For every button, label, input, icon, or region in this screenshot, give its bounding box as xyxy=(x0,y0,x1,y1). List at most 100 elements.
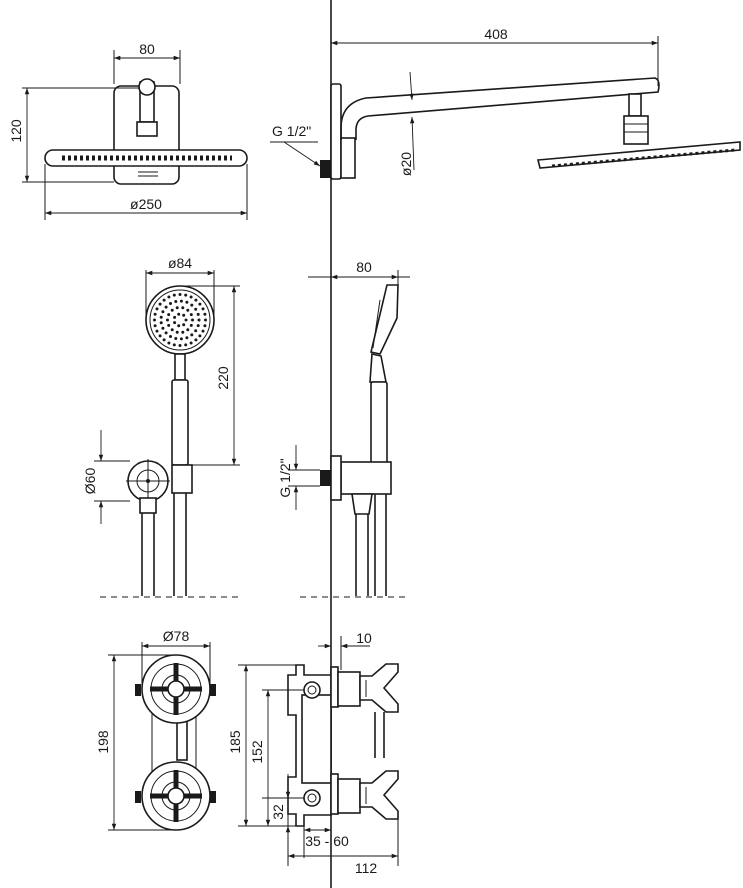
side-wall-plate xyxy=(330,83,342,180)
nozzle-dot xyxy=(155,307,159,311)
nozzle-dot xyxy=(170,308,174,312)
side-connection-nut xyxy=(320,160,331,178)
nozzle-dot xyxy=(189,341,193,345)
nozzle-dot xyxy=(185,300,189,304)
dim-head-diameter: ø250 xyxy=(130,196,162,212)
nozzle-dot xyxy=(161,310,165,314)
dim-head-height: 120 xyxy=(8,119,24,143)
dim-arm-diameter: ø20 xyxy=(398,152,414,176)
nozzle-dot xyxy=(172,343,176,347)
bottom-port xyxy=(303,789,321,807)
side-fitting xyxy=(340,137,356,179)
nozzle-dot xyxy=(191,318,194,322)
side-elbow-nut xyxy=(320,470,331,486)
nozzle-dot xyxy=(185,336,189,340)
nozzle-dot xyxy=(178,293,182,296)
dim-hand-shower-diameter: ø84 xyxy=(168,255,192,271)
nozzle-dot xyxy=(201,329,205,333)
dim-knob-diameter: Ø78 xyxy=(163,628,190,644)
nozzle-dot xyxy=(198,302,202,306)
side-holder xyxy=(340,461,392,495)
label-connection-top: G 1/2" xyxy=(272,123,311,139)
head-disc-side xyxy=(536,141,741,169)
nozzle-dot xyxy=(189,295,193,299)
nozzle-dot xyxy=(186,308,190,312)
valve-spindle xyxy=(176,719,188,761)
nozzle-dot xyxy=(167,323,171,327)
nozzle-dot xyxy=(155,329,159,333)
arm-joint xyxy=(628,93,642,117)
nozzle-dot xyxy=(175,330,179,334)
dim-body-height: 185 xyxy=(227,730,243,754)
nozzle-dot xyxy=(174,337,178,340)
nozzle-dot xyxy=(169,302,172,305)
nozzle-dot xyxy=(169,335,172,338)
nozzle-dot xyxy=(177,324,181,328)
dim-head-bracket-width: 80 xyxy=(139,41,155,57)
nozzle-dot xyxy=(170,328,174,332)
dim-plate-thickness: 10 xyxy=(356,630,372,646)
nozzle-dot xyxy=(194,329,198,333)
nozzle-dot xyxy=(201,307,205,311)
nozzle-dot xyxy=(158,302,162,306)
nozzle-dot xyxy=(179,337,183,341)
arm-end-cap xyxy=(138,78,156,96)
nozzle-dot xyxy=(167,295,171,299)
hose-connector-side xyxy=(351,493,373,515)
dim-hand-shower-length: 220 xyxy=(215,366,231,390)
swivel-nut xyxy=(136,121,158,137)
nozzle-dot xyxy=(184,293,188,297)
nozzle-dot xyxy=(196,312,200,316)
head-swivel xyxy=(623,115,649,145)
bottom-handle-side xyxy=(359,770,399,820)
nozzle-dot xyxy=(197,318,201,322)
nozzle-dot xyxy=(182,323,186,327)
nozzle-dot xyxy=(153,324,157,328)
nozzle-dot xyxy=(177,312,181,316)
nozzle-dot xyxy=(198,334,202,338)
holder-bracket xyxy=(171,464,193,494)
label-connection-side: G 1/2" xyxy=(277,458,293,497)
nozzle-dot xyxy=(175,306,179,310)
nozzle-dot xyxy=(184,343,188,347)
side-holder-plate xyxy=(330,455,342,501)
nozzle-dot xyxy=(190,303,194,307)
valve-front-view: Ø78 198 xyxy=(95,628,216,831)
nozzle-dot xyxy=(167,313,171,317)
nozzle-dot xyxy=(167,341,171,345)
hand-shower-face xyxy=(145,285,215,355)
nozzle-dot xyxy=(162,298,166,302)
nozzle-dot xyxy=(189,313,193,317)
dim-holder-projection: 80 xyxy=(356,259,372,275)
valve-side-view: 10 185 152 32 35 - 60 112 xyxy=(227,630,399,876)
shower-arm-side xyxy=(340,77,660,140)
nozzle-dot xyxy=(181,330,185,334)
nozzle-dot xyxy=(182,313,186,317)
nozzle-dot xyxy=(164,331,168,335)
nozzle-dot xyxy=(181,306,185,310)
nozzle-dot xyxy=(158,334,162,338)
nozzle-dot xyxy=(153,318,156,322)
top-handle-side xyxy=(359,663,399,713)
nozzle-dot xyxy=(166,318,169,322)
hand-shower-handle-side xyxy=(369,353,387,383)
bottom-rosette xyxy=(330,773,339,815)
nozzle-dot xyxy=(190,333,194,337)
nozzle-dot xyxy=(164,305,168,309)
dim-holder-diameter: Ø60 xyxy=(82,468,98,495)
nozzle-dot xyxy=(203,324,207,328)
nozzle-dot xyxy=(194,298,198,302)
hand-shower-handle xyxy=(171,379,189,466)
nozzle-dot xyxy=(161,326,165,330)
nozzle-dot xyxy=(184,318,188,322)
nozzle-dot xyxy=(178,344,182,347)
dim-arm-length: 408 xyxy=(484,26,508,42)
nozzle-dot xyxy=(172,293,176,297)
top-rosette xyxy=(330,666,339,708)
hand-shower-front-view: ø84 220 Ø60 xyxy=(82,255,240,598)
nozzle-dot xyxy=(174,300,178,303)
dim-total-depth: 112 xyxy=(355,860,378,876)
head-shower-side-view: 408 ø20 G 1/2" xyxy=(270,26,741,180)
dim-lower-offset: 32 xyxy=(270,804,286,820)
